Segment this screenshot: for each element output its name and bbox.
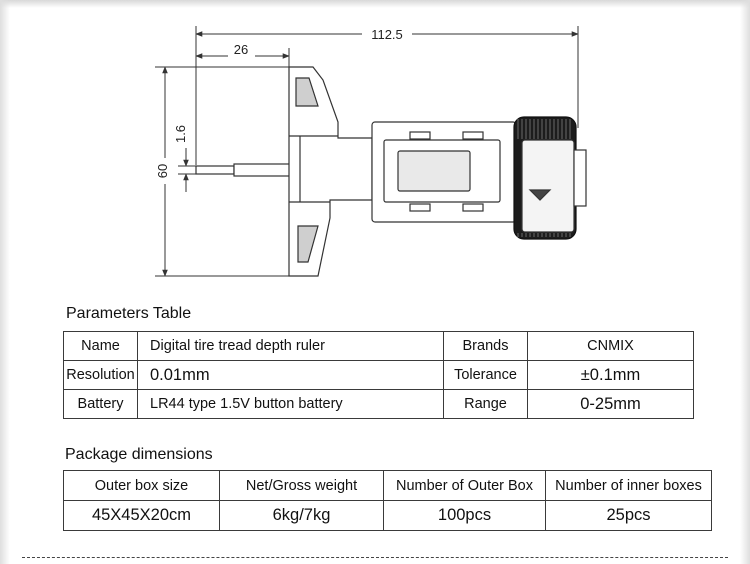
- dimension-probe-length: 26: [195, 42, 290, 70]
- package-value-weight: 6kg/7kg: [219, 500, 384, 531]
- package-header-outer-box-count: Number of Outer Box: [383, 470, 546, 501]
- package-dimensions-table: Outer box size Net/Gross weight Number o…: [63, 470, 712, 531]
- param-label-tolerance: Tolerance: [443, 360, 528, 390]
- param-value-range: 0-25mm: [527, 389, 694, 419]
- left-shadow: [0, 0, 10, 564]
- param-label-resolution: Resolution: [63, 360, 138, 390]
- dimension-overall-length: 112.5: [195, 26, 579, 165]
- param-value-battery: LR44 type 1.5V button battery: [137, 389, 444, 419]
- package-header-outer-box-size: Outer box size: [63, 470, 220, 501]
- dim-height-label: 60: [155, 164, 170, 178]
- package-dimensions-title: Package dimensions: [65, 446, 213, 463]
- dim-overall-length-label: 112.5: [371, 27, 403, 42]
- dimension-probe-diameter: 1.6: [173, 125, 198, 192]
- table-row: Outer box size Net/Gross weight Number o…: [63, 470, 712, 501]
- param-label-name: Name: [63, 331, 138, 361]
- param-label-battery: Battery: [63, 389, 138, 419]
- gauge-technical-drawing: 112.5 26 1.6 60: [155, 26, 587, 277]
- package-header-inner-box-count: Number of inner boxes: [545, 470, 712, 501]
- dimension-height: 60: [155, 66, 298, 277]
- package-value-outer-box-count: 100pcs: [383, 500, 546, 531]
- knurl-ridges: [517, 119, 571, 237]
- right-shadow: [740, 0, 750, 564]
- param-value-brands: CNMIX: [527, 331, 694, 361]
- package-header-weight: Net/Gross weight: [219, 470, 384, 501]
- table-row: 45X45X20cm 6kg/7kg 100pcs 25pcs: [63, 500, 712, 531]
- param-value-name: Digital tire tread depth ruler: [137, 331, 444, 361]
- param-label-brands: Brands: [443, 331, 528, 361]
- param-value-resolution: 0.01mm: [137, 360, 444, 390]
- dim-probe-diameter-label: 1.6: [173, 125, 188, 143]
- param-label-range: Range: [443, 389, 528, 419]
- dashed-divider: [22, 557, 728, 558]
- package-value-outer-box-size: 45X45X20cm: [63, 500, 220, 531]
- top-shadow: [0, 0, 750, 8]
- param-value-tolerance: ±0.1mm: [527, 360, 694, 390]
- package-value-inner-box-count: 25pcs: [545, 500, 712, 531]
- parameters-table: Name Digital tire tread depth ruler Bran…: [63, 331, 694, 419]
- table-row: Resolution 0.01mm Tolerance ±0.1mm: [63, 360, 694, 390]
- table-row: Name Digital tire tread depth ruler Bran…: [63, 331, 694, 361]
- parameters-table-title: Parameters Table: [66, 305, 192, 322]
- gauge-body: [195, 66, 587, 277]
- table-row: Battery LR44 type 1.5V button battery Ra…: [63, 389, 694, 419]
- dim-probe-length-label: 26: [234, 42, 248, 57]
